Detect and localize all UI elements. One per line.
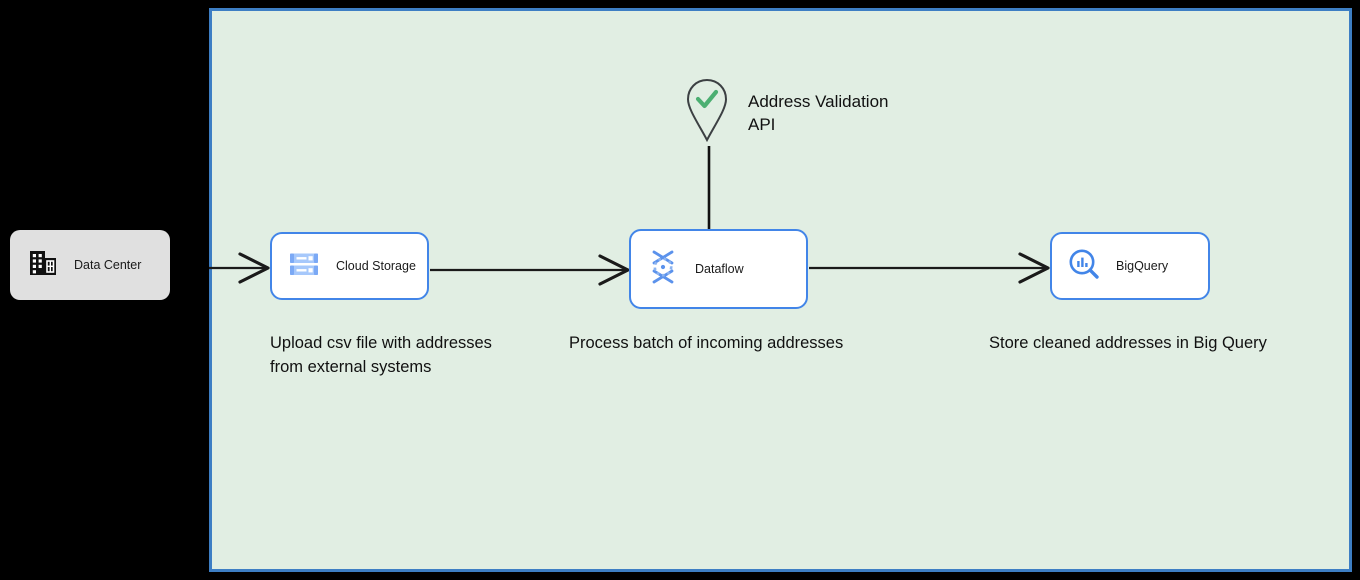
- address-validation-api-label: Address Validation API: [748, 92, 889, 134]
- node-dataflow-label: Dataflow: [695, 262, 744, 276]
- node-cloud-storage-label: Cloud Storage: [336, 259, 416, 273]
- dataflow-icon: [647, 249, 679, 290]
- map-pin-check-icon: [686, 78, 728, 149]
- node-bigquery-label: BigQuery: [1116, 259, 1169, 273]
- caption-bigquery: Store cleaned addresses in Big Query: [989, 334, 1267, 352]
- node-cloud-storage[interactable]: Cloud Storage: [270, 232, 429, 300]
- node-bigquery[interactable]: BigQuery: [1050, 232, 1210, 300]
- data-center-node[interactable]: Data Center: [10, 230, 170, 300]
- data-center-label: Data Center: [74, 258, 142, 272]
- bigquery-icon: [1068, 248, 1100, 285]
- address-validation-api-node[interactable]: Address Validation API: [686, 78, 889, 149]
- data-center-icon: [28, 248, 58, 283]
- caption-dataflow: Process batch of incoming addresses: [569, 334, 844, 352]
- cloud-storage-icon: [288, 248, 320, 285]
- node-dataflow[interactable]: Dataflow: [629, 229, 808, 309]
- caption-cloud-storage: Upload csv file with addresses from exte…: [270, 334, 492, 376]
